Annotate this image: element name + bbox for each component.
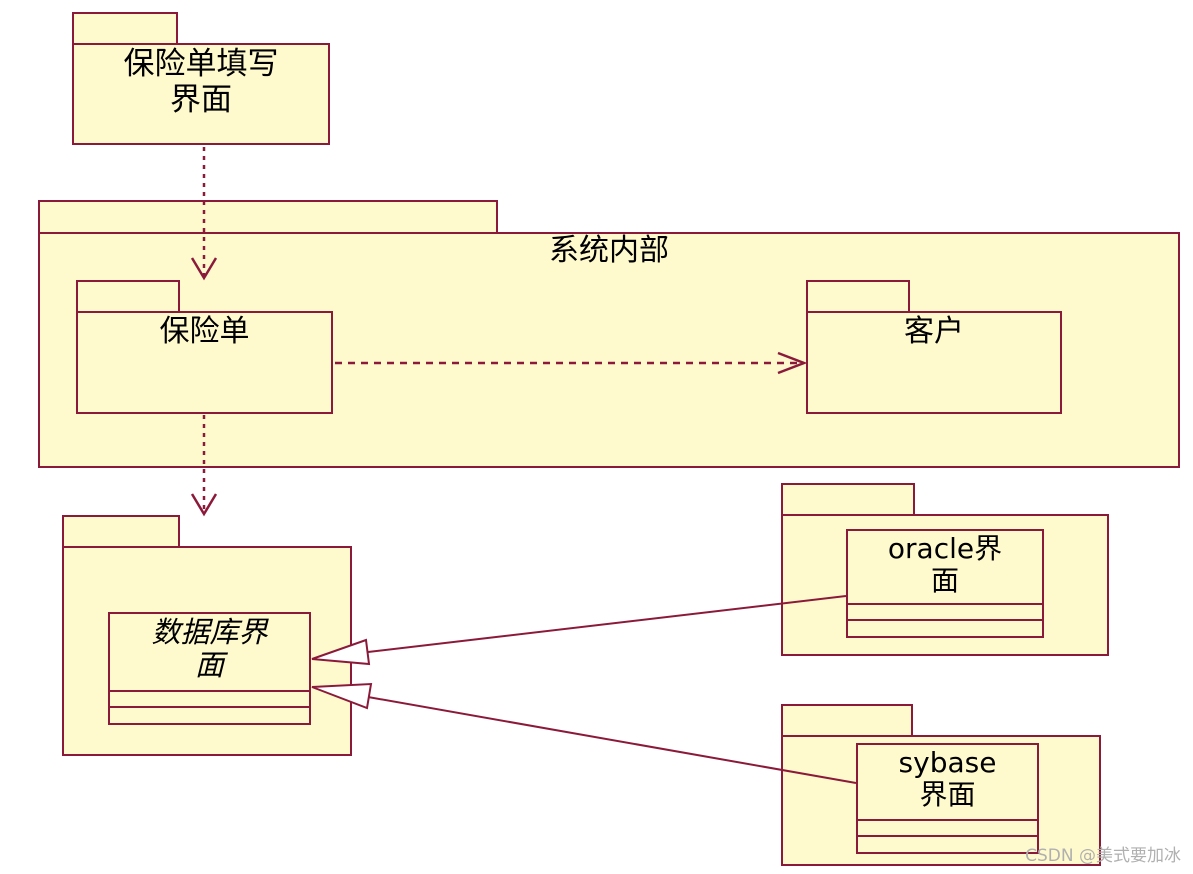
sybase-ui-class-divider-2 (858, 835, 1037, 837)
dependency-policy-to-customer-arrowhead (777, 351, 808, 375)
database-ui-class[interactable]: 数据库界 面 (108, 612, 311, 725)
system-internal-package-tab (38, 200, 498, 235)
database-ui-class-divider-1 (110, 690, 309, 692)
generalization-sybase-arrowhead (311, 682, 373, 710)
system-internal-label: 系统内部 (549, 233, 669, 268)
policy-label: 保险单 (159, 314, 250, 349)
sybase-ui-class-name: sybase 界面 (898, 746, 997, 812)
oracle-ui-class-name: oracle界 面 (887, 532, 1003, 598)
csdn-watermark: CSDN @美式要加冰 (1025, 846, 1181, 866)
generalization-oracle-to-database (367, 595, 847, 653)
sybase-ui-class-divider-1 (858, 819, 1037, 821)
customer-package[interactable]: 客户 (806, 311, 1062, 414)
policy-form-ui-label: 保险单填写 界面 (123, 46, 279, 118)
generalization-sybase-to-database (367, 696, 857, 784)
customer-label: 客户 (904, 314, 964, 349)
sybase-ui-class[interactable]: sybase 界面 (856, 743, 1039, 854)
customer-package-tab (806, 280, 910, 313)
policy-package[interactable]: 保险单 (76, 311, 333, 414)
policy-form-ui-package[interactable]: 保险单填写 界面 (72, 43, 330, 145)
oracle-ui-class-divider-1 (848, 603, 1042, 605)
dependency-policy-to-database-arrowhead (190, 493, 218, 517)
generalization-oracle-arrowhead (311, 638, 371, 666)
oracle-ui-class-divider-2 (848, 619, 1042, 621)
database-ui-class-name: 数据库界 面 (151, 615, 268, 683)
database-ui-class-divider-2 (110, 706, 309, 708)
oracle-ui-class[interactable]: oracle界 面 (846, 529, 1044, 638)
dependency-form-to-policy-arrowhead (190, 257, 218, 281)
